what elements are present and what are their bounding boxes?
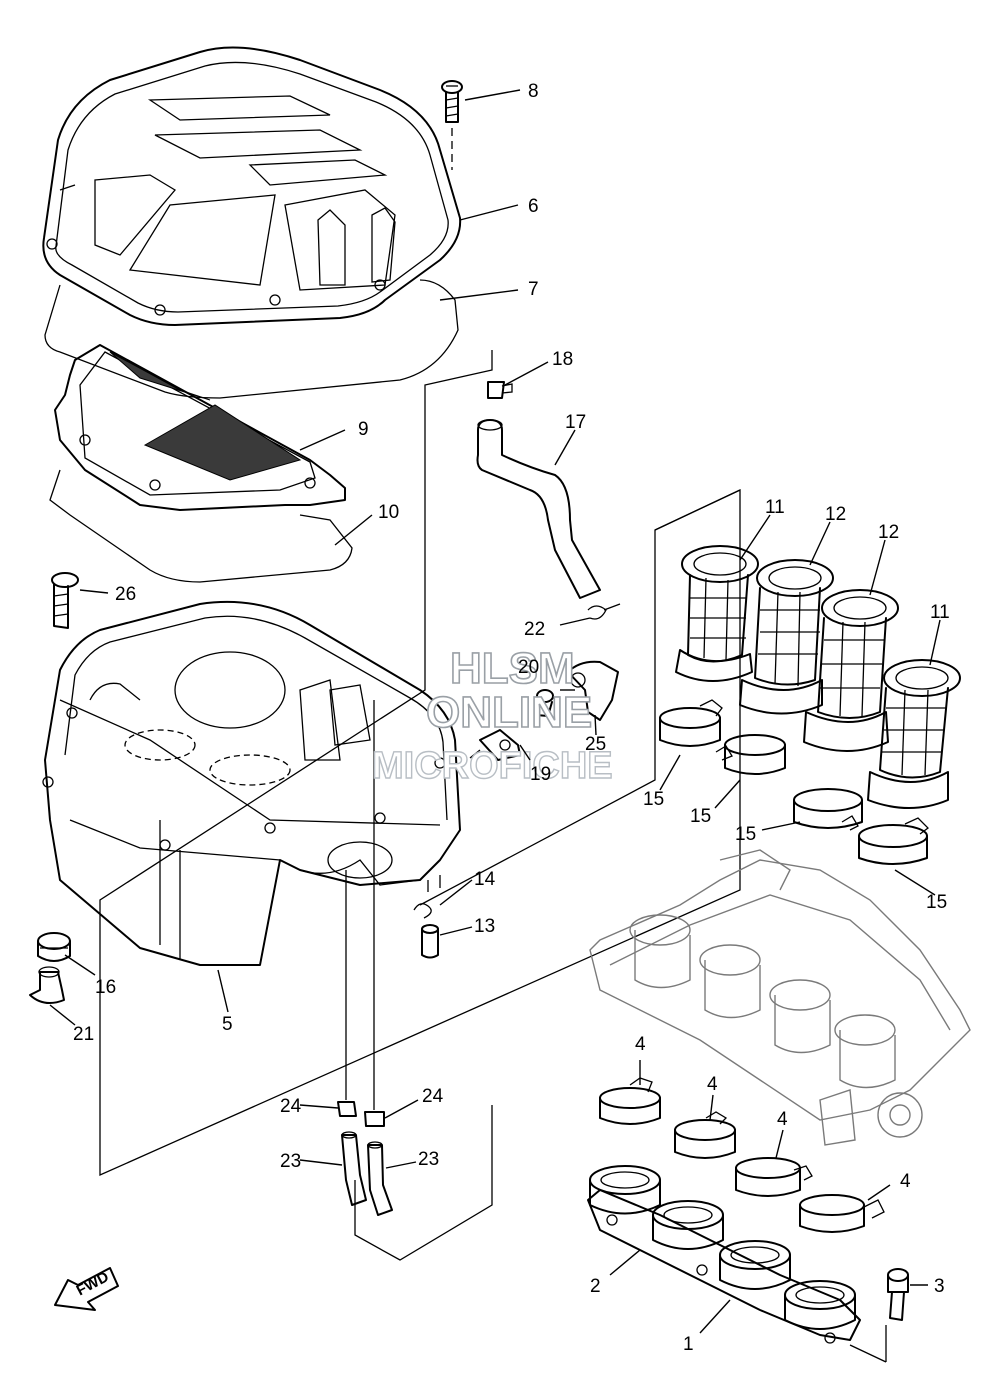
drain-cap-21: [29, 966, 65, 1005]
callout-18: 18: [552, 349, 573, 370]
callout-12-right: 12: [878, 522, 899, 543]
intake-joint-1-2: [587, 1165, 861, 1344]
clamp-4-c: [735, 1157, 813, 1197]
clamp-15-d: [858, 817, 929, 865]
clamp-15-b: [715, 734, 786, 775]
drain-plug-16: [37, 932, 71, 962]
fwd-arrow-icon: FWD: [54, 1267, 119, 1311]
clamp-15-a: [659, 699, 723, 747]
watermark-line-1: HLSM: [450, 644, 575, 693]
callout-24-left: 24: [280, 1096, 302, 1117]
clamp-4-a: [599, 1077, 661, 1125]
callout-15-c: 15: [735, 824, 756, 845]
callout-26: 26: [115, 584, 136, 605]
callout-16: 16: [95, 977, 116, 998]
callout-4-a: 4: [635, 1034, 646, 1055]
watermark-line-2: ONLINE: [426, 688, 592, 737]
clamp-24-left: [337, 1101, 357, 1117]
callout-21: 21: [73, 1024, 94, 1045]
cover-gasket: [44, 279, 459, 399]
callout-19: 19: [530, 764, 551, 785]
clamp-4-d: [799, 1194, 885, 1233]
callout-11-right: 11: [930, 602, 950, 623]
leader-lines: [49, 89, 941, 1334]
callout-14: 14: [474, 869, 496, 890]
funnel-11-right: [867, 659, 961, 809]
air-filter-element: [54, 344, 346, 511]
callout-4-b: 4: [707, 1074, 718, 1095]
bolt-20: [535, 689, 554, 717]
drain-plug-13: [421, 924, 439, 959]
callout-17: 17: [565, 412, 586, 433]
callout-3: 3: [934, 1276, 945, 1297]
callout-10: 10: [378, 502, 399, 523]
clip-22: [587, 603, 621, 620]
clip-14: [413, 903, 432, 919]
air-filter-case: [42, 600, 461, 966]
bolt-26: [51, 572, 79, 629]
callout-5: 5: [222, 1014, 233, 1035]
callout-22: 22: [524, 619, 545, 640]
fwd-label: FWD: [74, 1268, 112, 1299]
bolt-3: [887, 1268, 909, 1321]
funnel-11-left: [675, 545, 759, 682]
callout-4-c: 4: [777, 1109, 788, 1130]
callout-13: 13: [474, 916, 495, 937]
callout-6: 6: [528, 196, 539, 217]
callout-1: 1: [683, 1334, 694, 1355]
clamp-18: [487, 381, 513, 399]
callout-24-right: 24: [422, 1086, 444, 1107]
watermark: HLSM ONLINE MICROFICHE: [371, 643, 613, 788]
callout-20: 20: [518, 657, 539, 678]
air-filter-case-cover: [42, 46, 462, 326]
element-gasket: [49, 469, 353, 583]
callout-8: 8: [528, 81, 539, 102]
callout-7: 7: [528, 279, 539, 300]
clamp-15-c: [793, 788, 863, 831]
funnel-12-right: [803, 589, 899, 752]
callout-25: 25: [585, 734, 606, 755]
callout-9: 9: [358, 419, 369, 440]
hose-23-right: [367, 1141, 393, 1216]
callout-15-d: 15: [926, 892, 947, 913]
screw-8: [441, 80, 463, 170]
callout-labels: 8 6 7 18 9 17 10 26 11 12 12 11 22 20 25…: [73, 81, 950, 1355]
callout-2: 2: [590, 1276, 601, 1297]
watermark-line-3: MICROFICHE: [372, 745, 613, 787]
holder-25: [567, 660, 619, 721]
funnel-12-left: [739, 559, 834, 715]
callout-4-d: 4: [900, 1171, 911, 1192]
callout-12-left: 12: [825, 504, 846, 525]
assembly-group-outline: [99, 350, 741, 1261]
callout-11-left: 11: [765, 497, 785, 518]
callout-15-b: 15: [690, 806, 711, 827]
callout-23-right: 23: [418, 1149, 439, 1170]
hose-23-left: [341, 1131, 367, 1206]
sensor-19: [469, 729, 521, 761]
callout-15-a: 15: [643, 789, 664, 810]
clamp-4-b: [674, 1111, 736, 1159]
throttle-body-reference: [589, 849, 971, 1146]
clamp-24-right: [364, 1111, 385, 1127]
breather-hose-17: [476, 419, 601, 599]
callout-23-left: 23: [280, 1151, 301, 1172]
